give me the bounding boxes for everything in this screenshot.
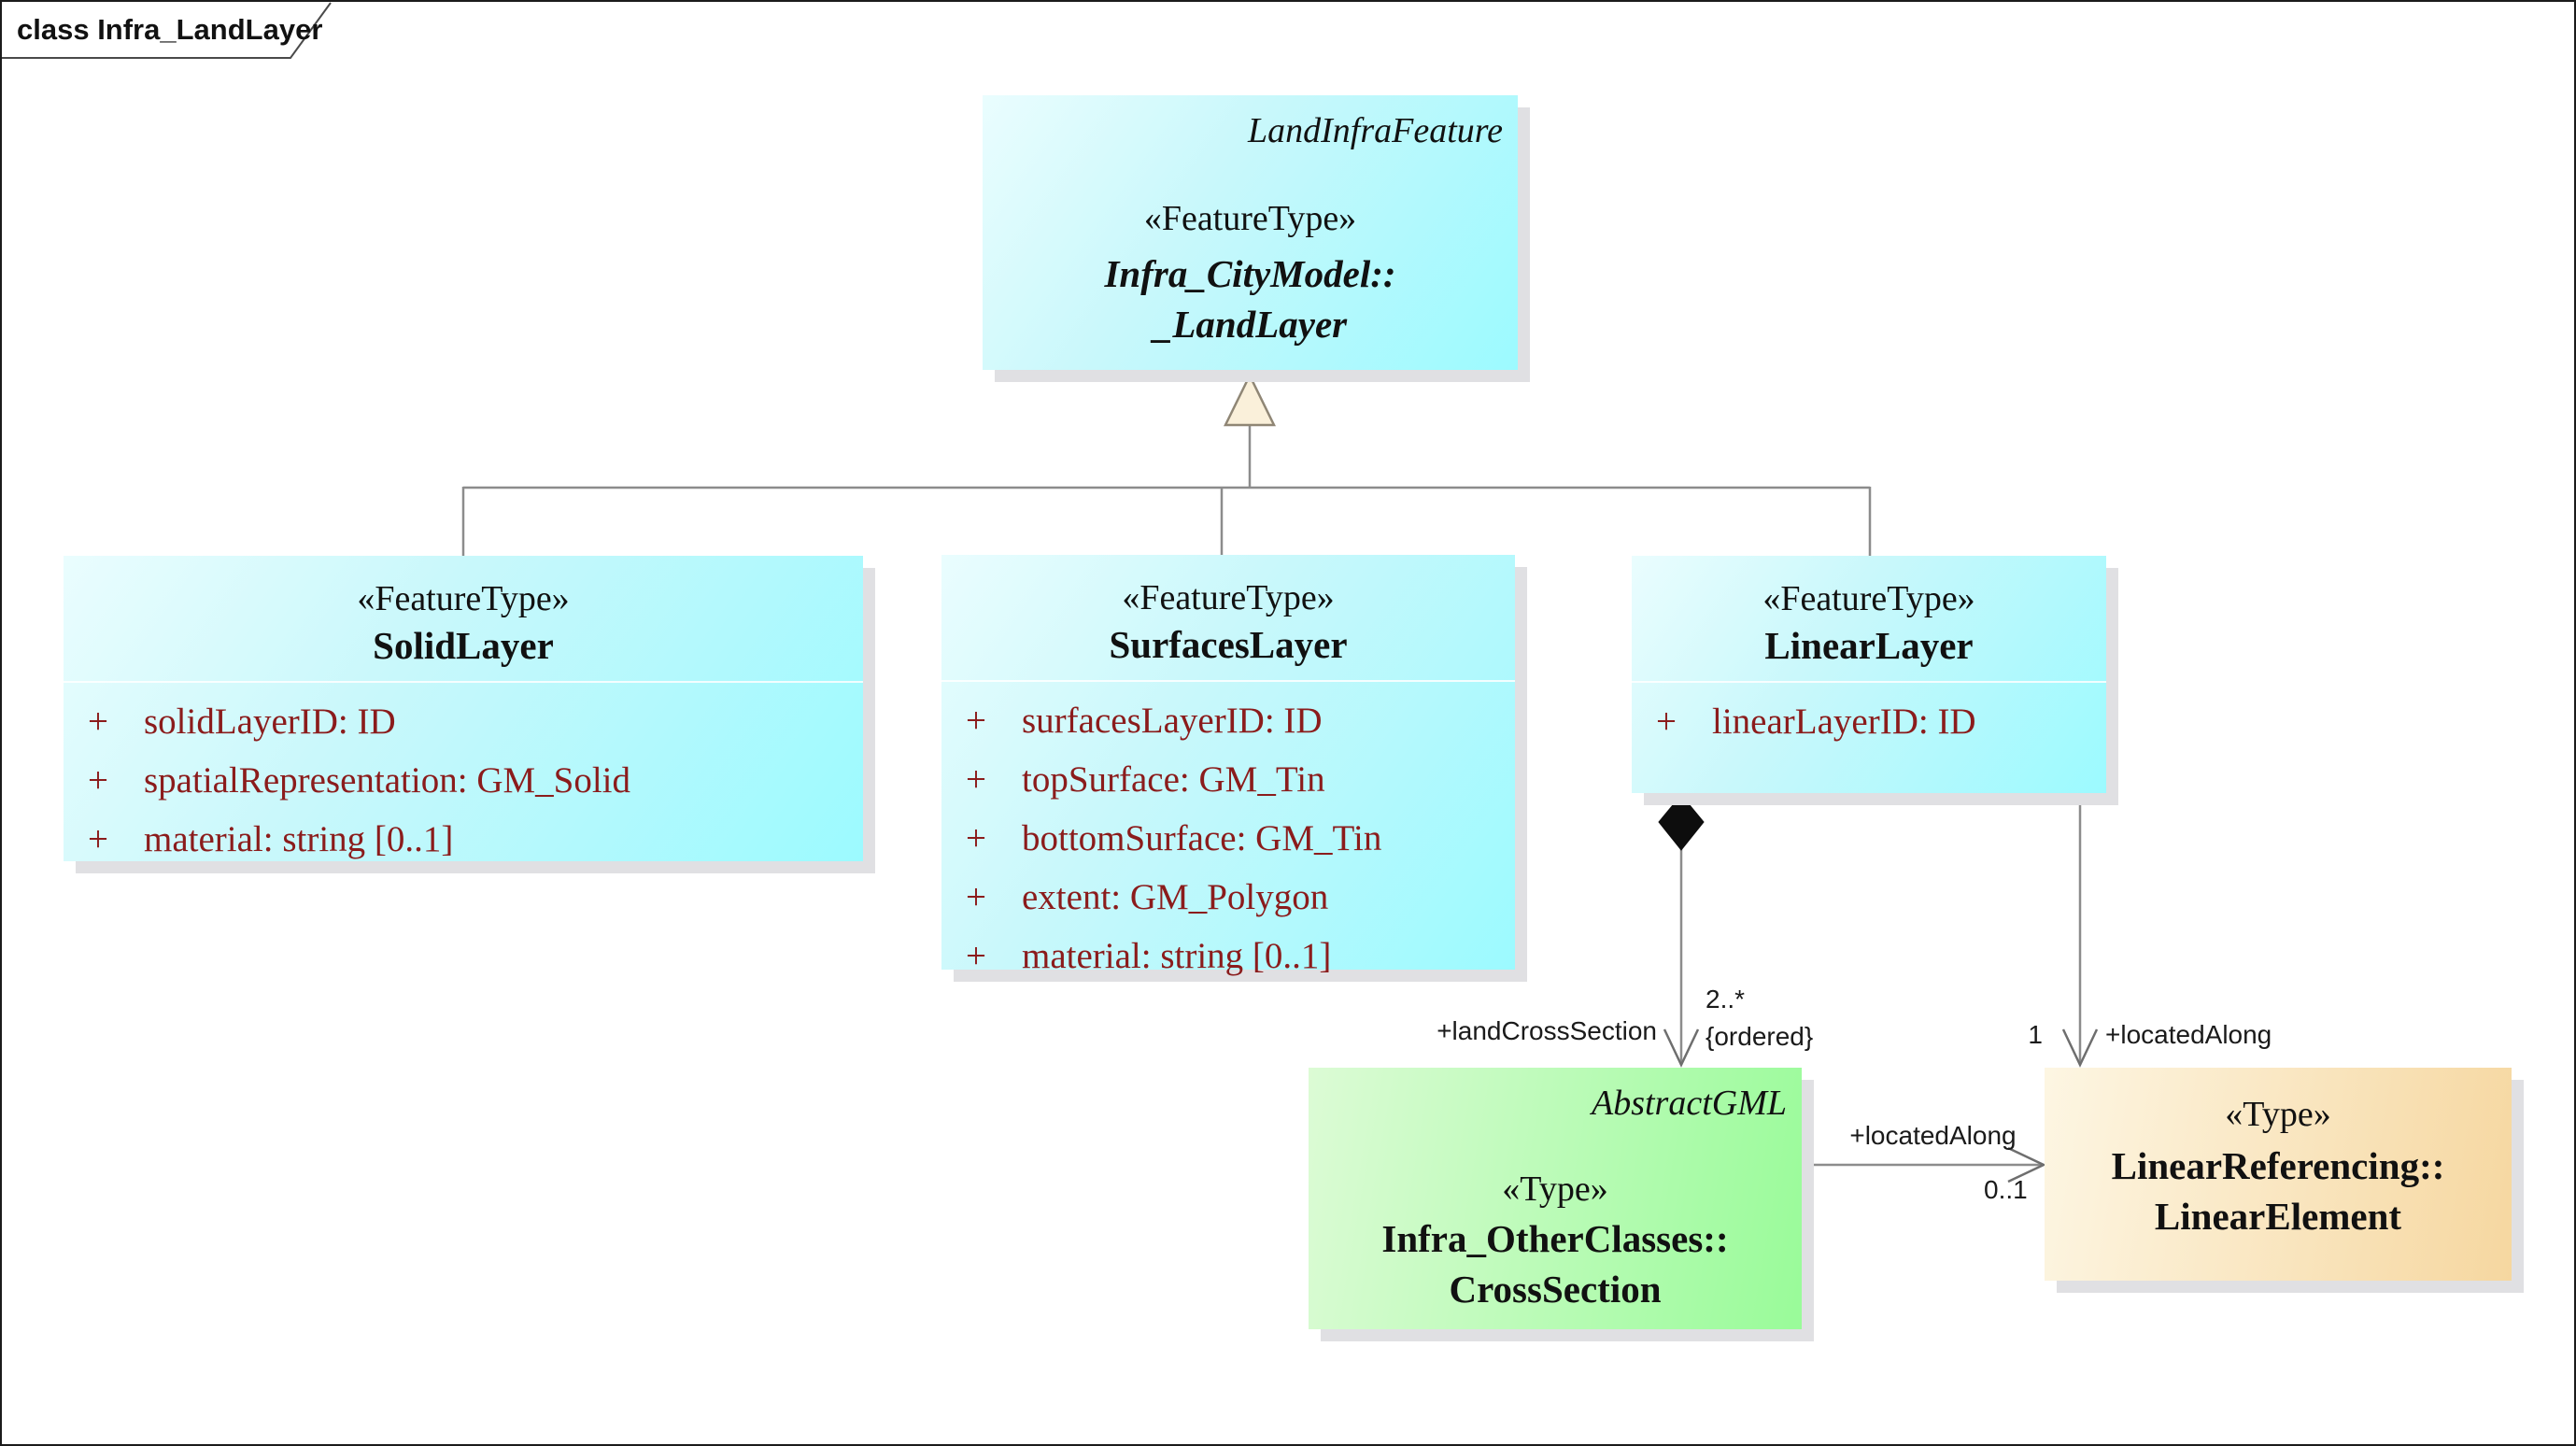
visibility-symbol: + — [88, 760, 108, 801]
association-role-landcrosssection: +landCrossSection — [1437, 1016, 1657, 1045]
compartment-divider — [1632, 681, 2106, 683]
association-role-locatedalong-horizontal: +locatedAlong — [1849, 1121, 2017, 1150]
stereotype-label: «FeatureType» — [1122, 578, 1335, 617]
attribute-text: linearLayerID: ID — [1712, 702, 1976, 742]
attribute-row: + spatialRepresentation: GM_Solid — [64, 751, 863, 810]
class-name: SolidLayer — [373, 624, 554, 667]
attribute-row: + extent: GM_Polygon — [941, 868, 1515, 927]
composition-diamond-icon — [1658, 794, 1705, 851]
class-name: CrossSection — [1449, 1268, 1662, 1311]
visibility-symbol: + — [966, 701, 986, 741]
diagram-title: class Infra_LandLayer — [17, 13, 323, 46]
visibility-symbol: + — [88, 819, 108, 859]
class-name: Infra_OtherClasses:: — [1381, 1217, 1729, 1260]
open-arrowhead-icon — [2061, 1028, 2099, 1068]
class-name: LinearReferencing:: — [2111, 1144, 2445, 1187]
compartment-divider — [64, 681, 863, 683]
attribute-compartment: + surfacesLayerID: ID + topSurface: GM_Tin… — [941, 682, 1515, 985]
class-name: SurfacesLayer — [1109, 623, 1348, 666]
attribute-row: + material: string [0..1] — [64, 810, 863, 869]
attribute-row: + topSurface: GM_Tin — [941, 750, 1515, 809]
diagram-frame-tab: class Infra_LandLayer — [2, 2, 357, 67]
class-box-surfaceslayer[interactable]: «FeatureType» SurfacesLayer + surfacesLay… — [941, 555, 1515, 976]
attribute-text: bottomSurface: GM_Tin — [1022, 818, 1382, 858]
class-box-crosssection[interactable]: AbstractGML «Type» Infra_OtherClasses:: … — [1309, 1068, 1802, 1329]
stereotype-label: «Type» — [1502, 1170, 1608, 1209]
attribute-compartment: + solidLayerID: ID + spatialRepresentation… — [64, 683, 863, 869]
class-box-solidlayer[interactable]: «FeatureType» SolidLayer + solidLayerID: … — [64, 556, 863, 861]
association-multiplicity-landcrosssection: 2..* — [1706, 985, 1746, 1014]
visibility-symbol: + — [1656, 702, 1677, 742]
class-name: LinearElement — [2154, 1195, 2402, 1238]
frame-tab-outline — [2, 2, 332, 59]
stereotype-label: «FeatureType» — [1143, 199, 1357, 238]
visibility-symbol: + — [966, 818, 986, 858]
attribute-text: extent: GM_Polygon — [1022, 877, 1329, 917]
association-multiplicity-locatedalong-horizontal: 0..1 — [1984, 1175, 2028, 1204]
attribute-row: + surfacesLayerID: ID — [941, 691, 1515, 750]
visibility-symbol: + — [88, 702, 108, 742]
stereotype-label: «Type» — [2225, 1095, 2331, 1134]
class-box-linearelement[interactable]: «Type» LinearReferencing:: LinearElement — [2045, 1068, 2512, 1281]
attribute-text: topSurface: GM_Tin — [1022, 759, 1325, 800]
visibility-symbol: + — [966, 759, 986, 800]
open-arrowhead-icon — [2007, 1146, 2046, 1184]
visibility-symbol: + — [966, 936, 986, 976]
attribute-text: spatialRepresentation: GM_Solid — [144, 760, 631, 801]
attribute-compartment: + linearLayerID: ID — [1632, 683, 2106, 751]
class-box-landlayer[interactable]: LandInfraFeature «FeatureType» Infra_Cit… — [983, 95, 1518, 370]
generalization-triangle-icon — [1223, 373, 1277, 427]
class-box-linearlayer[interactable]: «FeatureType» LinearLayer + linearLayerID… — [1632, 556, 2106, 793]
attribute-text: material: string [0..1] — [1022, 936, 1332, 976]
association-multiplicity-locatedalong-vertical: 1 — [2028, 1020, 2043, 1049]
attribute-row: + material: string [0..1] — [941, 927, 1515, 985]
parent-classifier-label: LandInfraFeature — [1247, 111, 1503, 150]
stereotype-label: «FeatureType» — [1762, 579, 1975, 618]
parent-classifier-label: AbstractGML — [1592, 1084, 1787, 1123]
class-name: LinearLayer — [1764, 624, 1974, 667]
attribute-text: solidLayerID: ID — [144, 702, 396, 742]
class-name: _LandLayer — [1153, 303, 1348, 346]
attribute-row: + bottomSurface: GM_Tin — [941, 809, 1515, 868]
class-name: Infra_CityModel:: — [1104, 252, 1396, 295]
attribute-row: + solidLayerID: ID — [64, 692, 863, 751]
attribute-row: + linearLayerID: ID — [1632, 692, 2106, 751]
open-arrowhead-icon — [1663, 1028, 1700, 1068]
association-constraint-ordered: {ordered} — [1706, 1022, 1814, 1051]
attribute-text: surfacesLayerID: ID — [1022, 701, 1323, 741]
stereotype-label: «FeatureType» — [357, 579, 570, 618]
visibility-symbol: + — [966, 877, 986, 917]
compartment-divider — [941, 680, 1515, 682]
association-role-locatedalong-vertical: +locatedAlong — [2105, 1020, 2272, 1049]
attribute-text: material: string [0..1] — [144, 819, 454, 859]
